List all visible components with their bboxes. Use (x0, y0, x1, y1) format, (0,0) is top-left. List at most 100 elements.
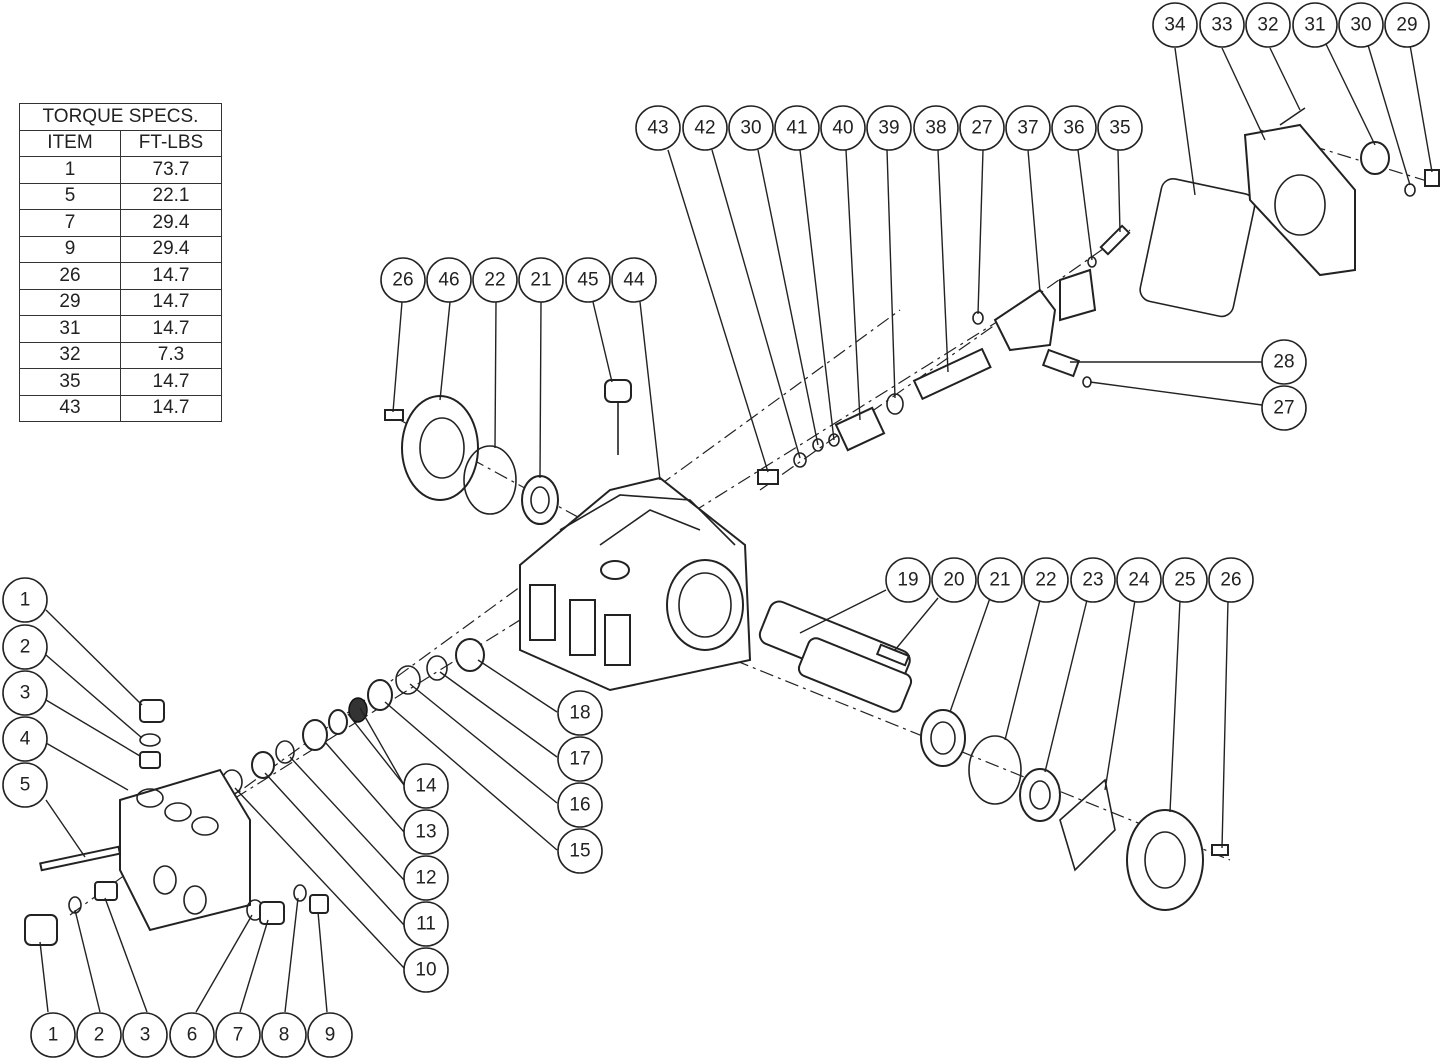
callout-left-3: 3 (2, 670, 48, 716)
leader-lines (39, 41, 1433, 1013)
svg-text:1: 1 (20, 590, 31, 611)
callout-top-32: 32 (1245, 2, 1291, 48)
svg-text:10: 10 (415, 960, 436, 981)
item-cell: 1 (19, 156, 121, 184)
callout-cover-45: 45 (565, 257, 611, 303)
callout-top-31: 31 (1292, 2, 1338, 48)
callout-row-42: 42 (682, 105, 728, 151)
callout-valve-11: 11 (403, 901, 449, 947)
bearing-cover-left (384, 395, 559, 525)
svg-text:2: 2 (94, 1025, 105, 1046)
ftlbs-cell: 29.4 (120, 235, 222, 263)
callout-valve-13: 13 (403, 809, 449, 855)
svg-text:40: 40 (832, 118, 853, 139)
svg-text:3: 3 (20, 683, 31, 704)
svg-text:22: 22 (484, 270, 505, 291)
callout-left-1: 1 (2, 577, 48, 623)
callout-valve-17: 17 (557, 736, 603, 782)
item-cell: 32 (19, 341, 121, 369)
svg-text:1: 1 (48, 1025, 59, 1046)
torque-table-title: TORQUE SPECS. (19, 103, 222, 131)
ftlbs-cell: 14.7 (120, 262, 222, 290)
axis-lines (69, 129, 1441, 916)
callout-left-5: 5 (2, 762, 48, 808)
item-cell: 7 (19, 209, 121, 237)
svg-text:44: 44 (623, 270, 645, 291)
callout-row-37: 37 (1005, 105, 1051, 151)
callout-right-27: 27 (1261, 385, 1307, 431)
callout-bottom-6: 6 (169, 1012, 215, 1058)
callout-bottom-8: 8 (261, 1012, 307, 1058)
callout-bottom-3: 3 (122, 1012, 168, 1058)
svg-text:14: 14 (415, 776, 437, 797)
svg-text:24: 24 (1128, 570, 1150, 591)
ftlbs-cell: 14.7 (120, 394, 222, 422)
svg-text:27: 27 (971, 118, 992, 139)
svg-text:46: 46 (438, 270, 459, 291)
svg-text:9: 9 (325, 1025, 336, 1046)
callout-shaft-23: 23 (1070, 557, 1116, 603)
callout-valve-18: 18 (557, 690, 603, 736)
svg-text:30: 30 (740, 118, 761, 139)
callout-row-40: 40 (820, 105, 866, 151)
rear-cover (1139, 107, 1440, 318)
callout-top-30: 30 (1338, 2, 1384, 48)
callout-cover-21: 21 (518, 257, 564, 303)
callout-row-43: 43 (635, 105, 681, 151)
callout-valve-16: 16 (557, 782, 603, 828)
callout-bottom-2: 2 (76, 1012, 122, 1058)
svg-text:20: 20 (943, 570, 964, 591)
svg-text:29: 29 (1396, 15, 1417, 36)
svg-text:30: 30 (1350, 15, 1371, 36)
svg-text:15: 15 (569, 841, 590, 862)
svg-text:43: 43 (647, 118, 668, 139)
crankshaft (758, 600, 1229, 911)
ftlbs-cell: 22.1 (120, 182, 222, 210)
callout-top-34: 34 (1152, 2, 1198, 48)
callout-row-41: 41 (774, 105, 820, 151)
crankcase (519, 476, 752, 692)
callout-valve-14: 14 (403, 763, 449, 809)
svg-text:13: 13 (415, 822, 436, 843)
callout-shaft-25: 25 (1162, 557, 1208, 603)
item-cell: 5 (19, 182, 121, 210)
callout-valve-12: 12 (403, 855, 449, 901)
ftlbs-cell: 29.4 (120, 209, 222, 237)
callout-left-2: 2 (2, 624, 48, 670)
callout-row-30: 30 (728, 105, 774, 151)
ftlbs-cell: 14.7 (120, 315, 222, 343)
item-cell: 43 (19, 394, 121, 422)
svg-text:6: 6 (187, 1025, 198, 1046)
plunger-assembly (757, 224, 1131, 485)
svg-text:3: 3 (140, 1025, 151, 1046)
svg-text:45: 45 (577, 270, 598, 291)
svg-text:7: 7 (233, 1025, 244, 1046)
svg-text:17: 17 (569, 749, 590, 770)
item-cell: 35 (19, 368, 121, 396)
callout-cover-44: 44 (611, 257, 657, 303)
svg-text:35: 35 (1109, 118, 1130, 139)
seal-stack (221, 638, 485, 795)
callout-bottom-7: 7 (215, 1012, 261, 1058)
svg-text:19: 19 (897, 570, 918, 591)
callout-bottom-9: 9 (307, 1012, 353, 1058)
svg-text:33: 33 (1211, 15, 1232, 36)
svg-text:21: 21 (530, 270, 551, 291)
svg-text:27: 27 (1273, 398, 1294, 419)
svg-text:21: 21 (989, 570, 1010, 591)
dipstick (604, 379, 632, 455)
callout-valve-10: 10 (403, 947, 449, 993)
svg-text:32: 32 (1257, 15, 1278, 36)
manifold-head (24, 699, 329, 946)
svg-text:38: 38 (925, 118, 946, 139)
callout-top-29: 29 (1384, 2, 1430, 48)
callout-left-4: 4 (2, 716, 48, 762)
